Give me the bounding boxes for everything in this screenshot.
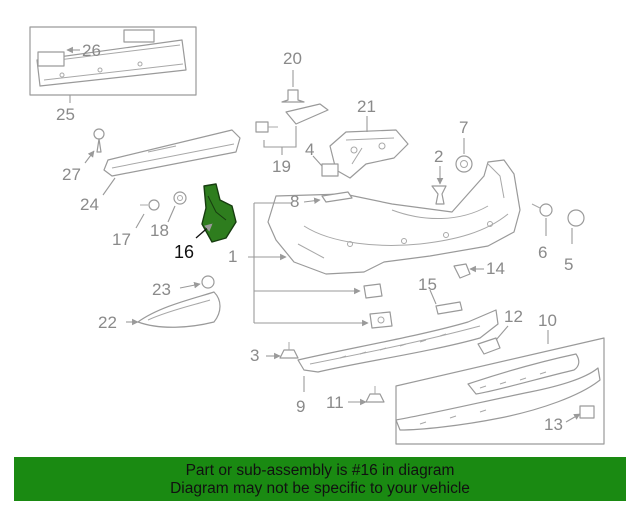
callout-3: 3 bbox=[250, 346, 259, 365]
retainer-bracket-16-highlighted[interactable] bbox=[201, 183, 237, 243]
info-banner: Part or sub-assembly is #16 in diagram D… bbox=[14, 457, 626, 501]
callout-11: 11 bbox=[326, 393, 344, 412]
callout-18: 18 bbox=[150, 221, 169, 240]
callout-12: 12 bbox=[504, 307, 523, 326]
callout-22: 22 bbox=[98, 313, 117, 332]
callout-6: 6 bbox=[538, 243, 547, 262]
callout-2: 2 bbox=[434, 147, 443, 166]
grommet-7[interactable] bbox=[455, 155, 473, 173]
reinforcement-clip bbox=[123, 29, 155, 43]
callout-20: 20 bbox=[283, 49, 302, 68]
clip-14[interactable] bbox=[453, 263, 471, 279]
side-bracket-21[interactable] bbox=[329, 129, 409, 179]
lower-garnish-9[interactable] bbox=[297, 309, 499, 373]
bracket-12[interactable] bbox=[477, 337, 501, 355]
callout-26: 26 bbox=[82, 41, 101, 60]
callout-16: 16 bbox=[174, 242, 194, 262]
mount-bracket-upper[interactable] bbox=[363, 283, 383, 299]
callout-8: 8 bbox=[290, 192, 299, 211]
callout-19: 19 bbox=[272, 157, 291, 176]
bolt-6[interactable] bbox=[531, 203, 553, 217]
screw-23[interactable] bbox=[201, 275, 215, 289]
cap-5[interactable] bbox=[567, 209, 585, 227]
bumper-reinforcement-bar bbox=[36, 39, 187, 87]
callout-7: 7 bbox=[459, 118, 468, 137]
parts-diagram: 26 25 27 24 20 19 21 4 2 bbox=[29, 26, 605, 445]
clip-2[interactable] bbox=[431, 185, 447, 205]
callout-13: 13 bbox=[544, 415, 563, 434]
spacer-15[interactable] bbox=[435, 301, 463, 315]
retainer-19[interactable] bbox=[255, 103, 329, 133]
callout-24: 24 bbox=[80, 195, 99, 214]
bolt-27[interactable] bbox=[93, 128, 105, 153]
callout-27: 27 bbox=[62, 165, 81, 184]
callout-4: 4 bbox=[305, 140, 314, 159]
grommet-18[interactable] bbox=[173, 191, 187, 205]
callout-1: 1 bbox=[228, 247, 237, 266]
callout-10: 10 bbox=[538, 311, 557, 330]
bolt-17[interactable] bbox=[140, 199, 160, 211]
callout-17: 17 bbox=[112, 230, 131, 249]
callout-25: 25 bbox=[56, 105, 75, 124]
callout-21: 21 bbox=[357, 97, 376, 116]
pad-4[interactable] bbox=[321, 163, 339, 177]
energy-absorber-24[interactable] bbox=[103, 129, 241, 177]
cap-13 bbox=[579, 405, 595, 419]
reflector-22[interactable] bbox=[137, 291, 221, 328]
callout-5: 5 bbox=[564, 255, 573, 274]
clip-20[interactable] bbox=[281, 89, 305, 103]
callout-15: 15 bbox=[418, 275, 437, 294]
reinforcement-bracket bbox=[37, 51, 65, 67]
reinforcement-assembly[interactable] bbox=[29, 26, 197, 96]
diffuser-assembly-10[interactable] bbox=[395, 337, 605, 445]
callout-14: 14 bbox=[486, 259, 505, 278]
callout-9: 9 bbox=[296, 397, 305, 416]
banner-line-disclaimer: Diagram may not be specific to your vehi… bbox=[170, 480, 470, 497]
callout-23: 23 bbox=[152, 280, 171, 299]
reflector-8[interactable] bbox=[321, 191, 353, 203]
bumper-cover-1[interactable] bbox=[267, 159, 521, 275]
clip-3[interactable] bbox=[279, 342, 299, 359]
mount-bracket-lower[interactable] bbox=[369, 311, 393, 329]
banner-line-part-info: Part or sub-assembly is #16 in diagram bbox=[185, 462, 455, 479]
clip-11[interactable] bbox=[365, 386, 385, 403]
